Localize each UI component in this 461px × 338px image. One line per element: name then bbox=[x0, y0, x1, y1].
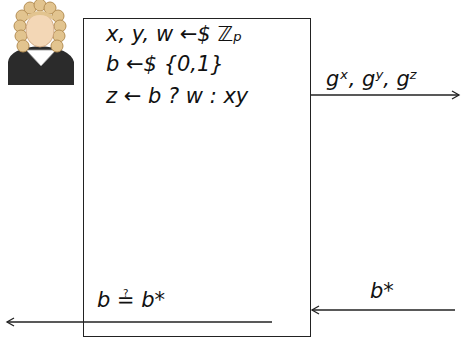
robe bbox=[8, 46, 74, 85]
game-step: z ← b ? w : xy bbox=[106, 83, 248, 109]
game-step: b ≟ b* bbox=[97, 287, 165, 313]
arrow-head bbox=[452, 91, 459, 99]
result-arrow bbox=[7, 321, 272, 322]
challenger-box: x, y, w ←$ ℤₚ b ←$ {0,1} z ← b ? w : xy b ≟… bbox=[83, 18, 311, 337]
game-step: x, y, w ←$ ℤₚ bbox=[106, 21, 242, 47]
incoming-arrow bbox=[312, 309, 455, 310]
message-label: b* bbox=[368, 278, 396, 304]
arrow-head bbox=[7, 318, 14, 326]
message-label: gˣ, gʸ, gᶻ bbox=[324, 66, 420, 92]
judge-icon bbox=[0, 0, 90, 85]
outgoing-arrow bbox=[310, 94, 459, 95]
game-step: b ←$ {0,1} bbox=[106, 51, 224, 77]
collar bbox=[26, 50, 56, 66]
wig-top bbox=[27, 11, 53, 20]
arrow-head bbox=[312, 306, 319, 314]
face bbox=[26, 13, 54, 47]
